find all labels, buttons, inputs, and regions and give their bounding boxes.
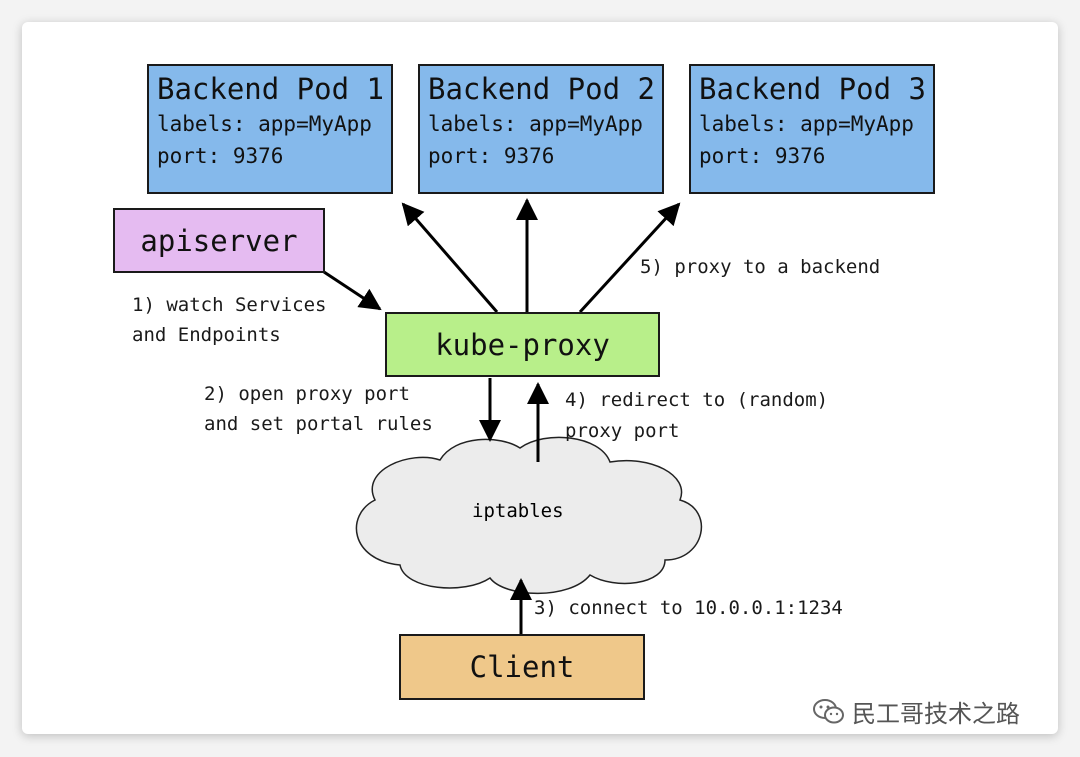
apiserver-box: apiserver xyxy=(113,208,325,273)
pod-title: Backend Pod 1 xyxy=(157,72,384,106)
arrow-apiserver-to-kubeproxy xyxy=(323,270,382,311)
arrow-to-pod3 xyxy=(578,202,681,314)
watermark: 民工哥技术之路 xyxy=(812,694,1020,729)
iptables-label: iptables xyxy=(472,500,564,522)
backend-pod-3: Backend Pod 3 labels: app=MyApp port: 93… xyxy=(689,64,935,194)
step-4-label-line2: proxy port xyxy=(565,420,680,442)
step-3-label: 3) connect to 10.0.0.1:1234 xyxy=(534,597,843,619)
step-4-label-line1: 4) redirect to (random) xyxy=(565,389,829,411)
backend-pod-2: Backend Pod 2 labels: app=MyApp port: 93… xyxy=(418,64,664,194)
kube-proxy-box: kube-proxy xyxy=(385,312,660,377)
backend-pod-1: Backend Pod 1 labels: app=MyApp port: 93… xyxy=(147,64,393,194)
step-5-label: 5) proxy to a backend xyxy=(640,256,881,278)
pod-labels: labels: app=MyApp xyxy=(699,112,914,136)
pod-labels: labels: app=MyApp xyxy=(428,112,643,136)
pod-title: Backend Pod 3 xyxy=(699,72,926,106)
step-2-label-line2: and set portal rules xyxy=(204,413,433,435)
step-1-label-line2: and Endpoints xyxy=(132,324,281,346)
wechat-icon xyxy=(813,698,844,723)
pod-title: Backend Pod 2 xyxy=(428,72,655,106)
watermark-text: 民工哥技术之路 xyxy=(852,700,1020,728)
step-1-label-line1: 1) watch Services xyxy=(132,294,327,316)
arrow-to-pod1 xyxy=(401,202,499,313)
pod-port: port: 9376 xyxy=(157,144,284,168)
iptables-cloud xyxy=(355,436,703,595)
pod-labels: labels: app=MyApp xyxy=(157,112,372,136)
pod-port: port: 9376 xyxy=(428,144,555,168)
pod-port: port: 9376 xyxy=(699,144,826,168)
client-box: Client xyxy=(399,634,645,700)
step-2-label-line1: 2) open proxy port xyxy=(204,383,410,405)
